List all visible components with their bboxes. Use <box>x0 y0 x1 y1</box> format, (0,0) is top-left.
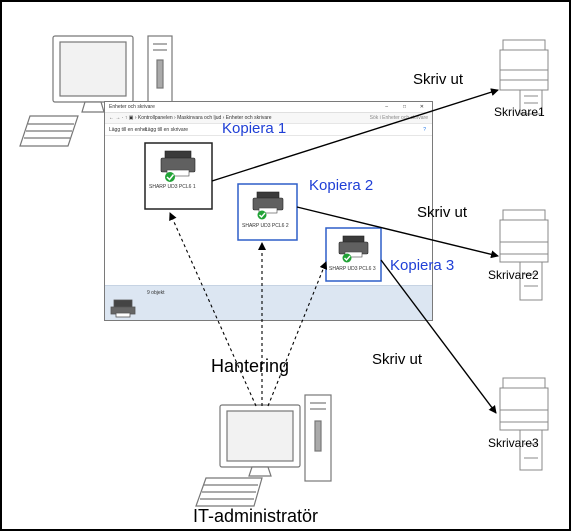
check-icon <box>165 172 175 182</box>
status-bar: 9 objekt <box>105 285 432 320</box>
print-label-3: Skriv ut <box>372 351 423 368</box>
print-arrow-2 <box>296 206 499 259</box>
close-button[interactable]: ✕ <box>419 104 424 110</box>
management-line-1 <box>169 212 257 407</box>
print-label-2: Skriv ut <box>417 204 468 221</box>
help-icon[interactable]: ? <box>423 127 426 133</box>
printer-icon <box>160 150 196 182</box>
maximize-button[interactable]: □ <box>402 104 406 110</box>
copier-icon <box>499 377 549 471</box>
copy-label-3: Kopiera 3 <box>390 257 455 274</box>
printer-label-3: Skrivare3 <box>488 436 539 450</box>
print-arrow-3 <box>380 259 497 414</box>
copier-icon <box>499 39 549 115</box>
print-arrow-1 <box>211 88 499 182</box>
search-input[interactable]: Sök i Enheter och skrivare <box>369 115 428 121</box>
management-line-3 <box>267 261 328 407</box>
window-title: Enheter och skrivare <box>109 104 155 110</box>
check-icon <box>342 253 352 263</box>
copy-label-2: Kopiera 2 <box>309 177 374 194</box>
window-titlebar: Enheter och skrivare – □ ✕ <box>105 102 432 113</box>
address-bar: ← → · ↑ ▣ › Kontrollpanelen › Maskinvara… <box>105 113 432 124</box>
minimize-button[interactable]: – <box>385 104 388 110</box>
check-icon <box>257 210 267 220</box>
add-device-button[interactable]: Lägg till en enhet <box>109 127 148 133</box>
printer-label-2: Skrivare2 <box>488 268 539 282</box>
printer-icon <box>338 235 369 263</box>
management-label: Hantering <box>211 356 290 376</box>
printer-label-1: Skrivare1 <box>494 105 545 119</box>
printer-caption-2: SHARP UD3 PCL6 2 <box>242 223 289 229</box>
copy-label-1: Kopiera 1 <box>222 120 287 137</box>
admin-label: IT-administratör <box>193 506 319 526</box>
print-label-1: Skriv ut <box>413 71 464 88</box>
printer-caption-1: SHARP UD3 PCL6 1 <box>149 184 196 190</box>
printer-caption-3: SHARP UD3 PCL6 3 <box>329 266 376 272</box>
command-bar: Lägg till en enhet Lägg till en skrivare… <box>105 124 432 136</box>
breadcrumb[interactable]: ← → · ↑ ▣ › Kontrollpanelen › Maskinvara… <box>109 115 272 121</box>
printer-icon <box>252 191 284 220</box>
add-printer-button[interactable]: Lägg till en skrivare <box>145 127 189 133</box>
copier-icon <box>499 209 549 301</box>
status-text: 9 objekt <box>147 290 165 296</box>
